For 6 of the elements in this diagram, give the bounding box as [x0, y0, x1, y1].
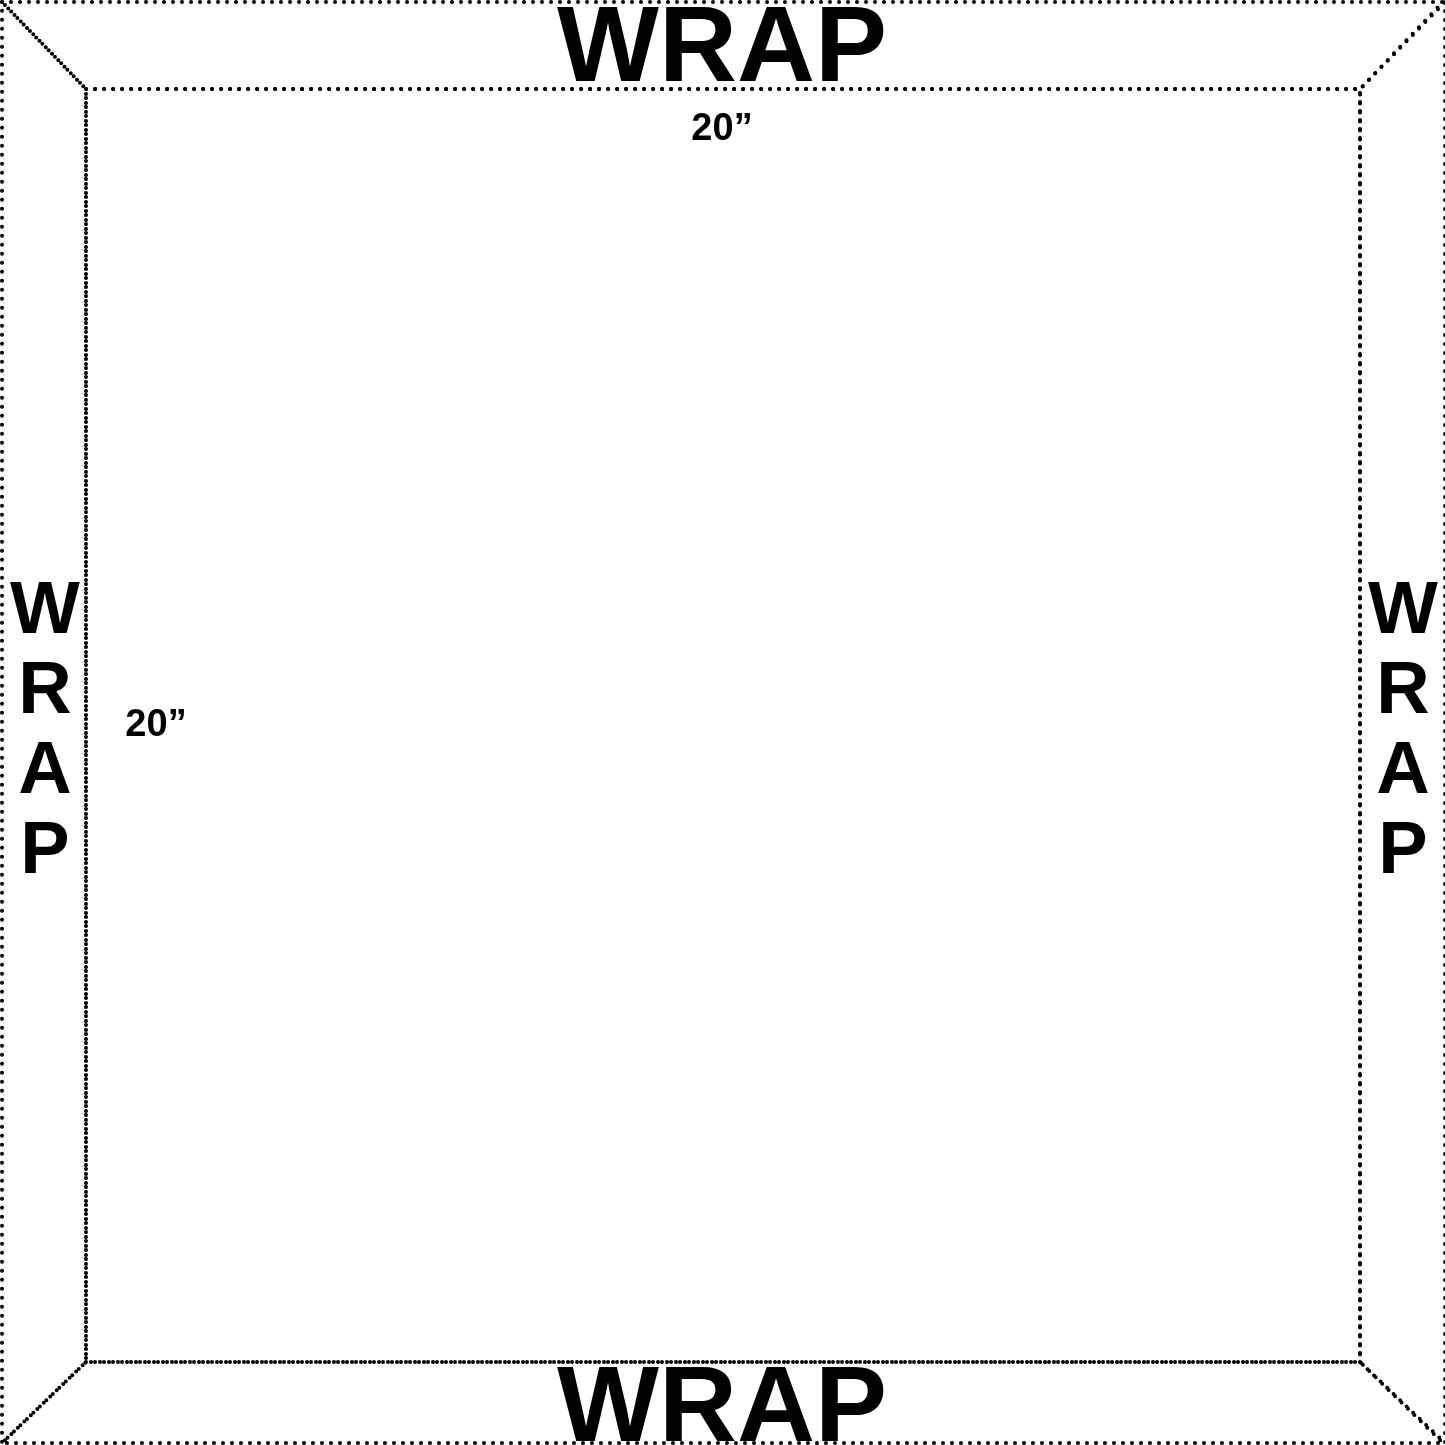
dimension-label: 20” [125, 701, 187, 745]
panel-label: WRAP [1367, 568, 1439, 888]
panel-label: WRAP [557, 0, 887, 98]
dimension-label: 20” [691, 105, 753, 149]
panel-label: WRAP [9, 568, 81, 888]
panel-label: WRAP [557, 1350, 887, 1445]
